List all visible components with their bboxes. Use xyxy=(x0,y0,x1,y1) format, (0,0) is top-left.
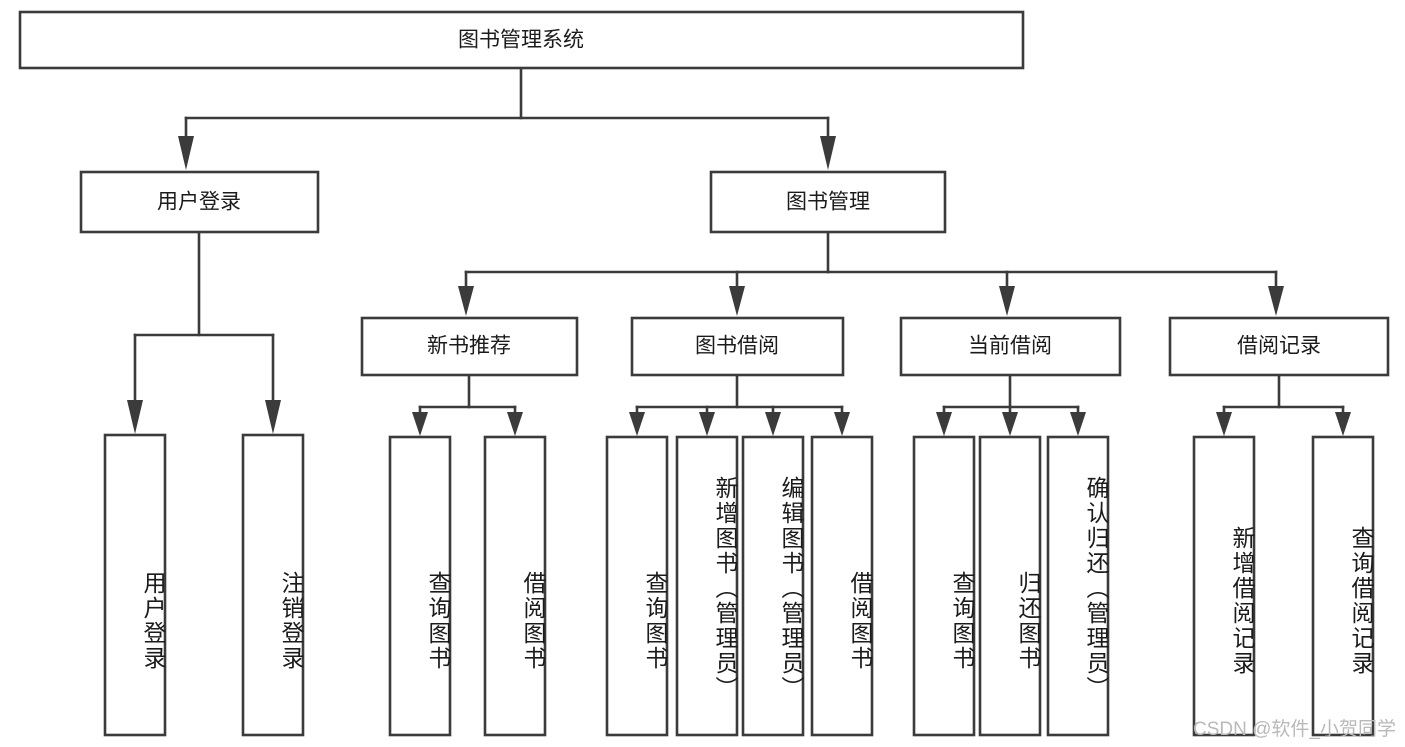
node-new-book-rec-label: 新书推荐 xyxy=(427,335,511,358)
node-current-borrow-box[interactable] xyxy=(899,316,1122,377)
node-leaf-user-login-box[interactable] xyxy=(103,433,167,737)
node-book-borrow-box[interactable] xyxy=(630,316,845,377)
node-leaf-user-logout-box[interactable] xyxy=(241,433,305,737)
arrowhead-leaf-add-record xyxy=(1216,412,1232,436)
node-leaf-query-book-2-box[interactable] xyxy=(605,435,669,737)
node-leaf-edit-book-box[interactable] xyxy=(741,435,805,737)
node-book-manage-label: 图书管理 xyxy=(786,191,870,214)
node-root[interactable]: 图书管理系统 xyxy=(18,10,1025,70)
node-new-book-rec-box[interactable] xyxy=(360,316,579,377)
arrowhead-current-borrow xyxy=(999,286,1015,316)
node-book-borrow-label: 图书借阅 xyxy=(695,335,779,358)
node-book-borrow[interactable]: 图书借阅 xyxy=(630,316,845,377)
node-current-borrow[interactable]: 当前借阅 xyxy=(899,316,1122,377)
arrowhead-leaf-return-book xyxy=(1002,412,1018,436)
node-borrow-record-label: 借阅记录 xyxy=(1237,335,1321,358)
arrowhead-leaf-query-book-1 xyxy=(412,412,428,436)
node-current-borrow-label: 当前借阅 xyxy=(968,335,1052,358)
arrowhead-leaf-add-book xyxy=(699,412,715,436)
node-root-box[interactable] xyxy=(18,10,1025,70)
node-borrow-record[interactable]: 借阅记录 xyxy=(1168,316,1390,377)
node-book-manage[interactable]: 图书管理 xyxy=(709,170,947,234)
arrowhead-leaf-borrow-book-1 xyxy=(507,412,523,436)
node-leaf-add-record-box[interactable] xyxy=(1192,435,1256,737)
node-user-login-box[interactable] xyxy=(79,170,320,234)
node-leaf-add-book-box[interactable] xyxy=(675,435,739,737)
arrowhead-book-borrow xyxy=(729,286,745,316)
node-leaf-confirm-return-box[interactable] xyxy=(1046,435,1110,737)
arrowhead-new-book-rec xyxy=(458,286,474,316)
arrowhead-user-login xyxy=(178,136,194,170)
arrowhead-leaf-query-book-2 xyxy=(629,412,645,436)
node-user-login[interactable]: 用户登录 xyxy=(79,170,320,234)
arrowhead-leaf-confirm-return xyxy=(1070,412,1086,436)
node-leaf-borrow-book-2-box[interactable] xyxy=(810,435,874,737)
node-leaf-query-record-box[interactable] xyxy=(1311,435,1375,737)
node-user-login-label: 用户登录 xyxy=(157,191,241,214)
arrowhead-leaf-query-book-3 xyxy=(936,412,952,436)
arrowhead-leaf-query-record xyxy=(1335,412,1351,436)
node-leaf-return-book-box[interactable] xyxy=(978,435,1042,737)
connectors xyxy=(127,66,1351,436)
csdn-watermark: CSDN @软件_小贺同学 xyxy=(1193,719,1396,740)
arrowhead-book-manage xyxy=(820,136,836,170)
arrowhead-leaf-borrow-book-2 xyxy=(834,412,850,436)
node-new-book-rec[interactable]: 新书推荐 xyxy=(360,316,579,377)
arrowhead-leaf-user-logout xyxy=(265,400,281,434)
node-book-manage-box[interactable] xyxy=(709,170,947,234)
node-leaf-borrow-book-1-box[interactable] xyxy=(483,435,547,737)
arrowhead-leaf-edit-book xyxy=(765,412,781,436)
leaf-boxes xyxy=(103,433,1375,737)
arrowhead-leaf-user-login xyxy=(127,400,143,434)
node-borrow-record-box[interactable] xyxy=(1168,316,1390,377)
node-leaf-query-book-1-box[interactable] xyxy=(388,435,452,737)
node-root-label: 图书管理系统 xyxy=(458,29,584,52)
arrowhead-borrow-record xyxy=(1268,286,1284,316)
node-leaf-query-book-3-box[interactable] xyxy=(912,435,976,737)
